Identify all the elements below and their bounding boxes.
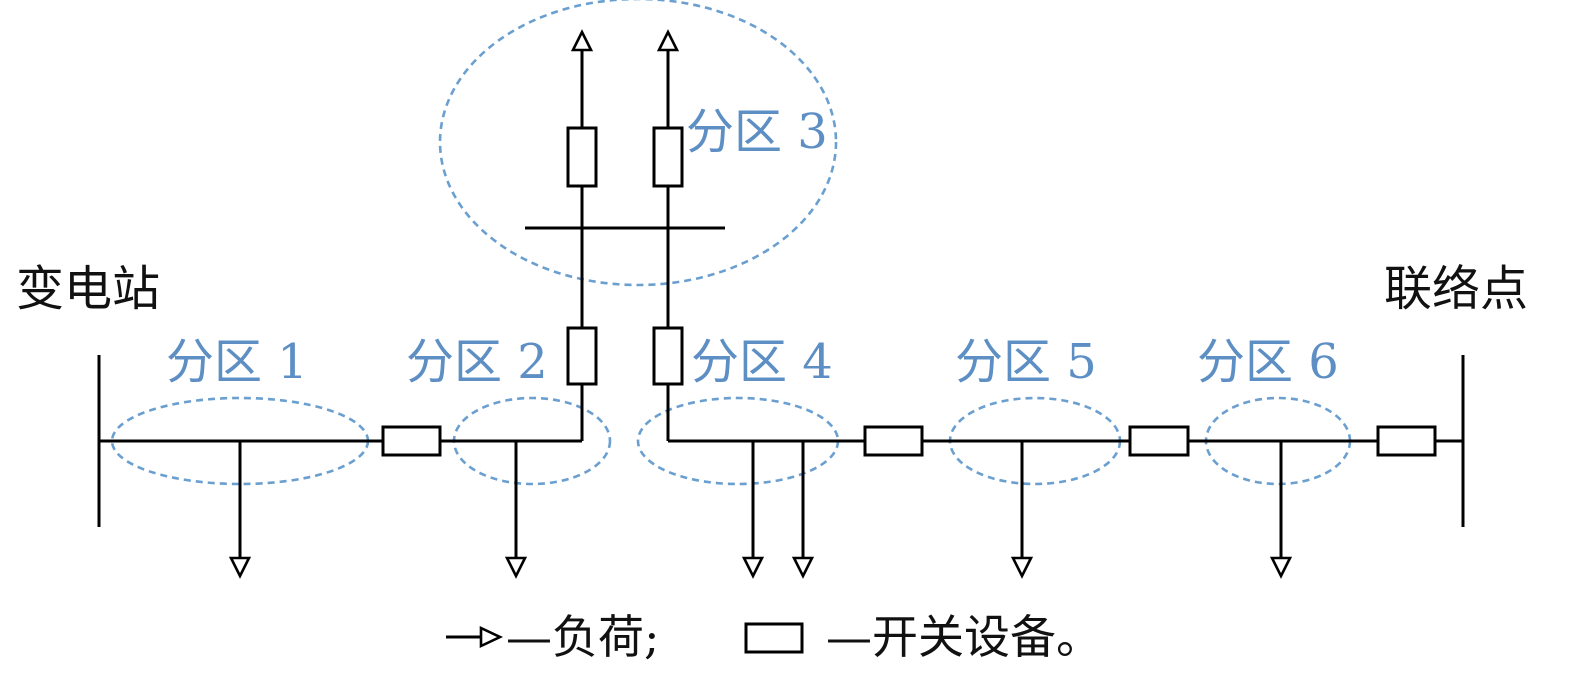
tie-point-label: 联络点	[1384, 261, 1528, 317]
zone-boundaries	[110, 0, 1352, 486]
switch-icon	[652, 126, 684, 188]
load-arrow-icon	[791, 556, 815, 579]
switch-icon	[1376, 425, 1437, 457]
load-arrow-icon	[504, 556, 528, 579]
zone-2-label: 分区 2	[406, 334, 548, 390]
switch-icon	[381, 425, 442, 457]
zone-3-label: 分区 3	[686, 104, 828, 160]
zone-3-boundary	[438, 0, 838, 287]
load-arrow-icon	[1269, 556, 1293, 579]
substation-label: 变电站	[16, 261, 160, 317]
load-arrow-icon	[228, 556, 252, 579]
load-arrow-icon	[1010, 556, 1034, 579]
zone-5-label: 分区 5	[955, 334, 1097, 390]
main-feeder	[99, 45, 1463, 443]
legend-load-text: —负荷;	[506, 610, 660, 664]
switch-icon	[863, 425, 924, 457]
load-symbols	[228, 29, 1293, 579]
legend-switch-icon	[744, 622, 804, 654]
load-drops	[238, 441, 1283, 558]
switch-icon	[566, 126, 598, 188]
zone-1-label: 分区 1	[166, 334, 308, 390]
zone-6-label: 分区 6	[1197, 334, 1339, 390]
legend: —负荷; —开关设备。	[446, 610, 1102, 664]
load-arrow-icon	[656, 29, 680, 52]
legend-load-arrow-icon	[479, 625, 504, 649]
switch-icon	[1128, 425, 1190, 457]
legend-switch-text: —开关设备。	[826, 610, 1102, 664]
zone-4-label: 分区 4	[691, 334, 833, 390]
switch-devices	[381, 126, 1437, 457]
load-arrow-icon	[741, 556, 765, 579]
switch-icon	[652, 326, 684, 386]
switch-icon	[566, 326, 598, 386]
load-arrow-icon	[570, 29, 594, 52]
